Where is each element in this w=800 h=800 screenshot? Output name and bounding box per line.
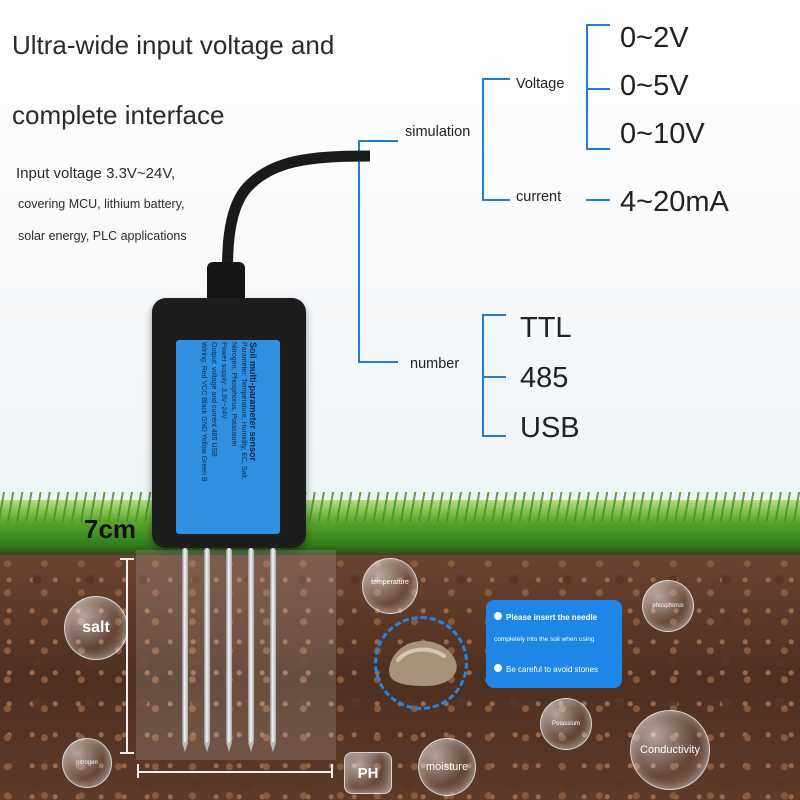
bubble-moisture: moisture — [418, 738, 476, 796]
headline-line-2: complete interface — [12, 100, 225, 130]
sensor-label-line-3: Nitrogen, Phosphorus, Potassium — [230, 342, 237, 447]
probe-1-tip — [182, 742, 188, 752]
notice-line-2: completely into the soil when using — [494, 636, 595, 643]
stone-highlight-circle — [374, 616, 468, 710]
number-option-3: USB — [520, 412, 580, 444]
spec-line-1: Input voltage 3.3V~24V, — [16, 165, 176, 182]
probe-depth-zone — [136, 550, 336, 760]
grass-blades — [0, 492, 800, 522]
bubble-temperature: temperature — [362, 558, 418, 614]
voltage-option-3: 0~10V — [620, 118, 705, 150]
notice-line-1-row: Please insert the needle — [494, 612, 597, 622]
probe-length-label: 7cm — [84, 514, 137, 544]
tree-voltage-opt-1-stub — [586, 24, 610, 26]
tree-number-stub — [358, 361, 398, 363]
bubble-potassium: Potassium — [540, 698, 592, 750]
tree-number-opt-3-stub — [482, 435, 506, 437]
voltage-option-1: 0~2V — [620, 22, 689, 54]
tree-voltage-opt-3-stub — [586, 148, 610, 150]
tree-trunk-line — [358, 140, 360, 363]
sensor-cable — [221, 150, 370, 300]
notice-bullet-icon — [494, 612, 502, 620]
probe-4-tip — [248, 742, 254, 752]
dimension-vertical-line — [126, 558, 128, 754]
tree-voltage-branch — [586, 24, 588, 150]
sensor-label-line-2: Parameter: Temperature, Humidity, EC, Sa… — [240, 342, 247, 480]
probe-2-tip — [204, 742, 210, 752]
spec-line-2: covering MCU, lithium battery, — [18, 197, 185, 211]
tree-number-opt-2-stub — [482, 376, 506, 378]
cable-strain-relief — [207, 262, 245, 304]
tree-label-number: number — [410, 356, 460, 372]
sky-background — [0, 0, 800, 510]
tree-label-simulation: simulation — [405, 124, 471, 140]
voltage-option-2: 0~5V — [620, 70, 689, 102]
bubble-salt: salt — [64, 596, 128, 660]
bubble-ph: PH — [344, 752, 392, 794]
tree-number-opt-1-stub — [482, 314, 506, 316]
tree-number-branch — [482, 314, 484, 437]
tree-current-option-stub — [586, 199, 610, 201]
dimension-horizontal-cap-right — [331, 764, 333, 778]
probe-4 — [248, 548, 254, 743]
probe-2 — [204, 548, 210, 743]
tree-voltage-opt-2-stub — [586, 88, 610, 90]
bubble-phosphorus: phosphorus — [642, 580, 694, 632]
number-option-1: TTL — [520, 312, 572, 344]
dimension-vertical-cap-top — [120, 558, 134, 560]
tree-simulation-branch — [482, 78, 484, 201]
notice-line-3-row: Be careful to avoid stones — [494, 664, 598, 674]
dimension-horizontal-line — [137, 771, 333, 773]
tree-label-current: current — [516, 189, 562, 205]
sensor-label-title: Soil multi-parameter sensor — [248, 342, 258, 462]
number-option-2: 485 — [520, 362, 569, 394]
sensor-label-line-4: Power supply: 3.3V~24V — [220, 342, 227, 419]
probe-3 — [226, 548, 232, 743]
tree-voltage-stub — [482, 78, 510, 80]
sensor-label-line-6: Wiring: Red VCC Black GND Yellow Green B — [200, 342, 207, 482]
sensor-label: Soil multi-parameter sensor Parameter: T… — [176, 340, 280, 534]
dimension-horizontal-cap-left — [137, 764, 139, 778]
headline-line-1: Ultra-wide input voltage and — [12, 30, 335, 60]
tree-simulation-stub — [358, 140, 398, 142]
dimension-vertical-cap-bottom — [120, 752, 134, 754]
probe-1 — [182, 548, 188, 743]
bubble-conductivity: Conductivity — [630, 710, 710, 790]
probe-3-tip — [226, 742, 232, 752]
current-option: 4~20mA — [620, 186, 729, 218]
notice-bullet-icon — [494, 664, 502, 672]
tree-label-voltage: Voltage — [516, 76, 565, 92]
tree-current-stub — [482, 199, 510, 201]
notice-line-1: Please insert the needle — [506, 613, 598, 622]
spec-line-3: solar energy, PLC applications — [18, 229, 187, 243]
notice-line-3: Be careful to avoid stones — [506, 665, 599, 674]
probe-5-tip — [270, 742, 276, 752]
probe-5 — [270, 548, 276, 743]
sensor-label-line-5: Output: voltage and current 485 USB — [210, 342, 217, 457]
stone-icon — [389, 640, 457, 686]
usage-notice-card: Please insert the needle completely into… — [486, 600, 622, 688]
bubble-nitrogen: nitrogen — [62, 738, 112, 788]
